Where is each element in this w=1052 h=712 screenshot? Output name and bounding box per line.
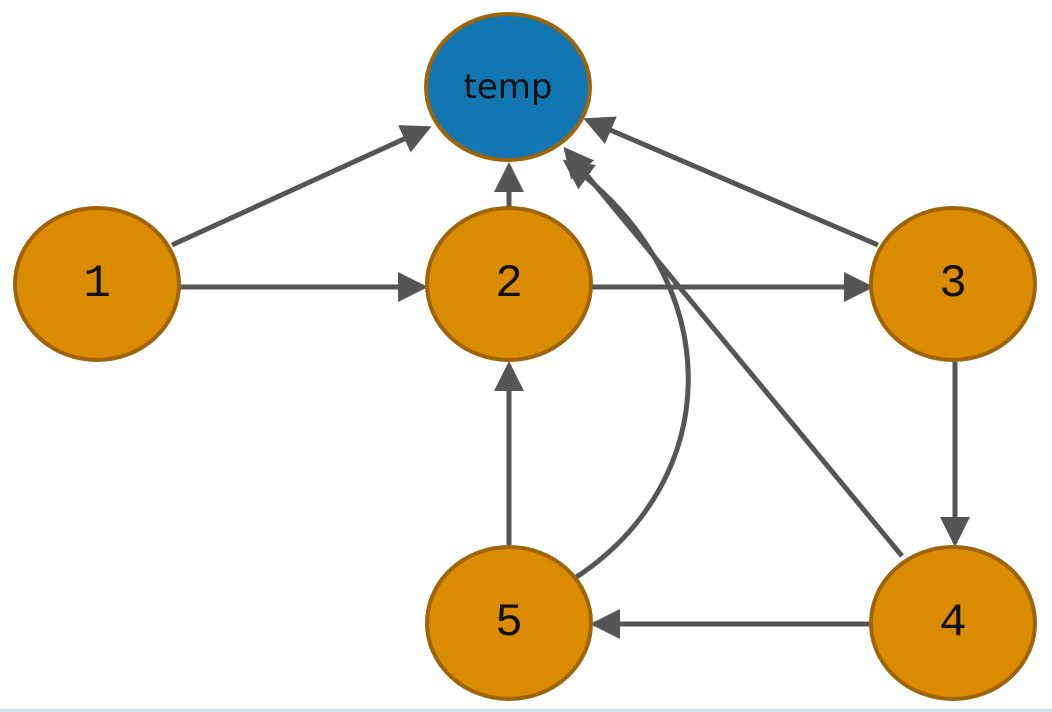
edge-1-to-temp [170, 125, 432, 248]
node-5: 5 [425, 545, 593, 701]
node-2: 2 [425, 206, 593, 362]
node-3-circle [869, 206, 1037, 362]
node-3: 3 [869, 206, 1037, 362]
node-1: 1 [13, 206, 181, 362]
nodes-layer: temp 1 2 3 4 5 [13, 12, 1037, 701]
edge-3-to-temp [583, 116, 879, 248]
node-1-circle [13, 206, 181, 362]
node-2-circle [425, 206, 593, 362]
bottom-rule [0, 709, 1052, 712]
node-4-circle [869, 545, 1037, 701]
node-2-label: 2 [495, 258, 523, 310]
edges-layer [170, 116, 970, 639]
node-4: 4 [869, 545, 1037, 701]
node-5-label: 5 [495, 597, 523, 649]
node-3-label: 3 [939, 258, 967, 310]
node-1-label: 1 [83, 258, 111, 310]
node-4-label: 4 [939, 597, 967, 649]
node-temp: temp [424, 12, 592, 162]
edge-5-to-temp [562, 159, 691, 581]
node-temp-label: temp [464, 67, 553, 107]
edge-4-to-temp [563, 146, 904, 558]
node-5-circle [425, 545, 593, 701]
node-temp-circle [424, 12, 592, 162]
